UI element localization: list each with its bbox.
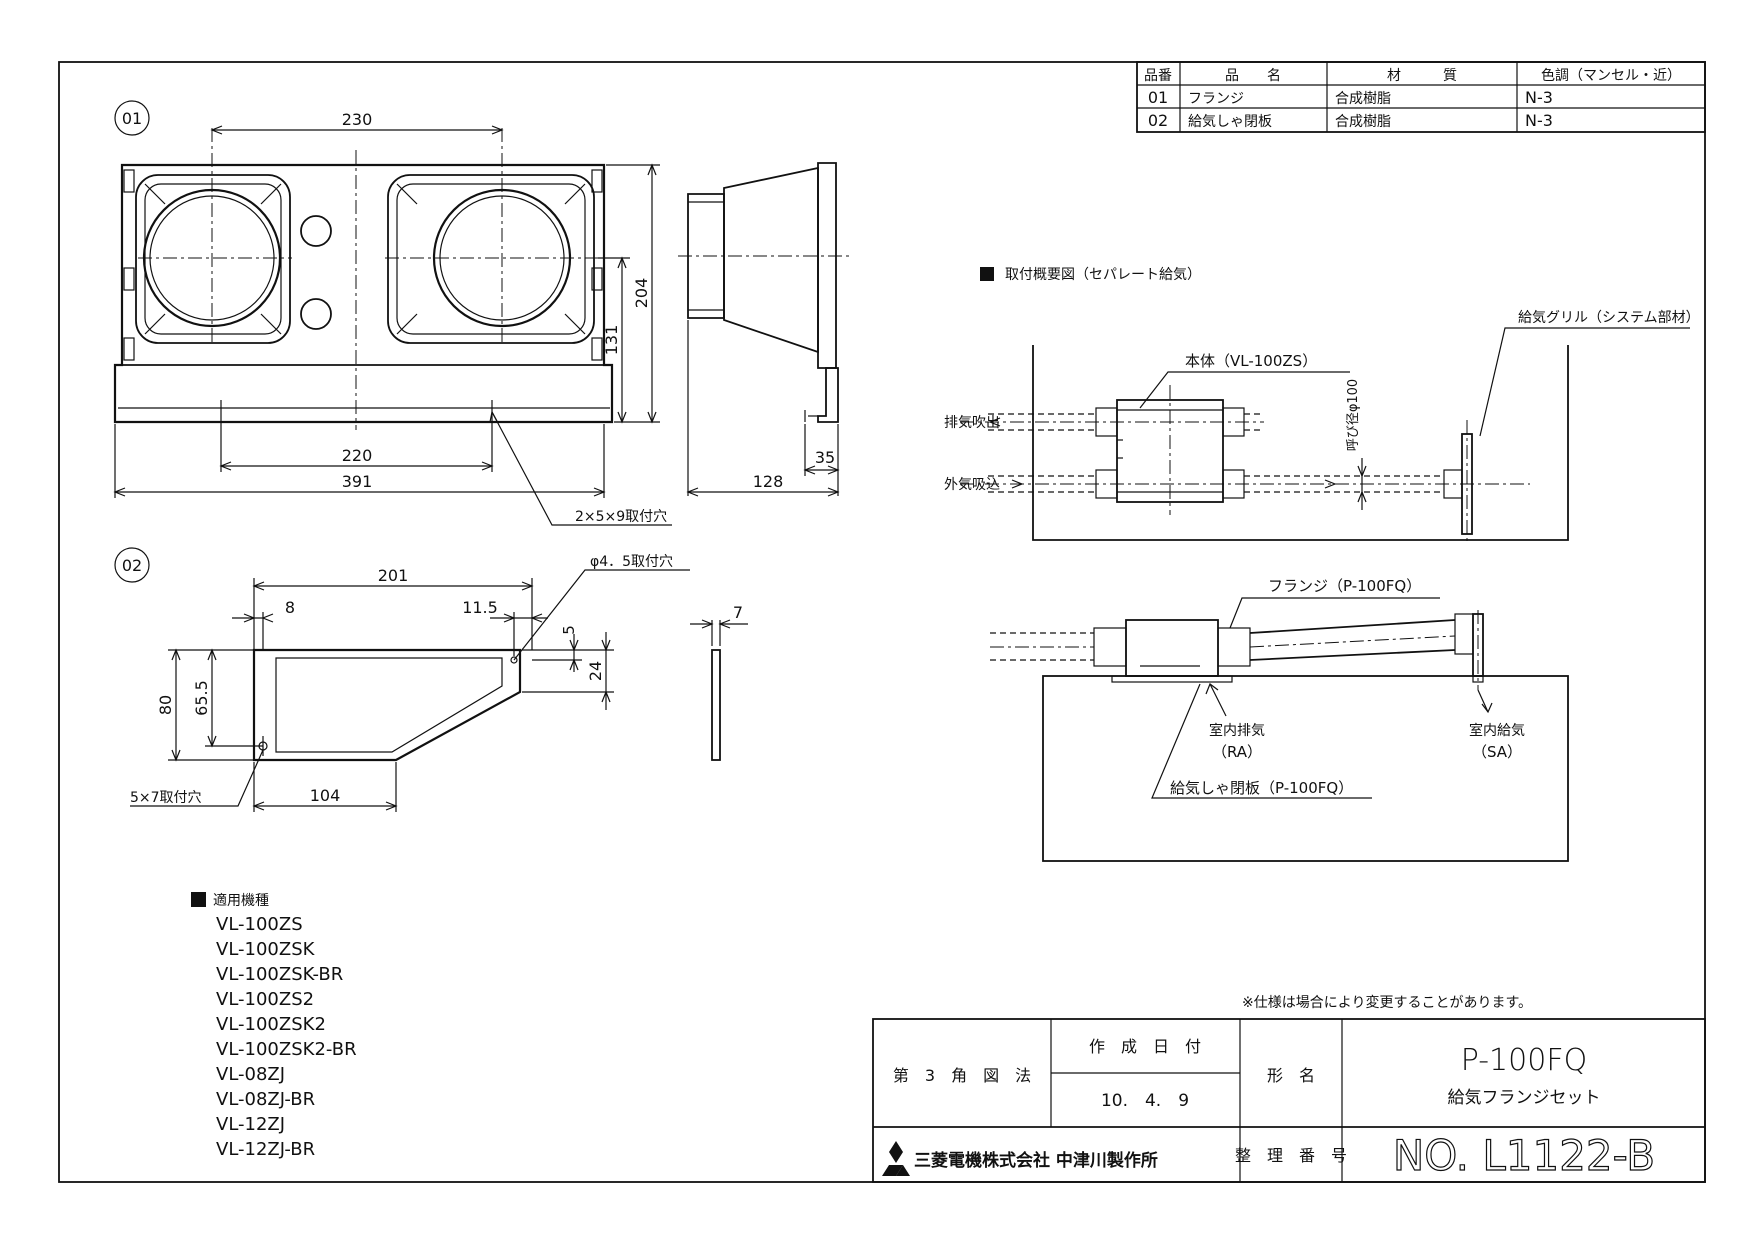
part-01-side-dimensions: 128 35 <box>686 320 840 497</box>
dim-204: 204 <box>632 278 651 309</box>
dim-104: 104 <box>310 786 341 805</box>
dim-8: 8 <box>285 598 295 617</box>
dim-220: 220 <box>342 446 373 465</box>
parts-row-2-no: 02 <box>1148 111 1168 130</box>
part-02-hole-note-bottom: 5×7取付穴 <box>130 790 202 806</box>
title-block: 第 3 角 図 法 作 成 日 付 10. 4. 9 形 名 P-100FQ 給… <box>872 1018 1706 1183</box>
model-1: VL-100ZS <box>216 914 303 935</box>
dim-5: 5 <box>560 625 578 635</box>
model-2: VL-100ZSK <box>216 939 316 960</box>
dim-7: 7 <box>733 603 743 622</box>
model-7: VL-08ZJ <box>216 1064 285 1085</box>
part-01-hole-note: 2×5×9取付穴 <box>575 509 667 525</box>
install-indoor-supply-code: （SA） <box>1472 743 1522 761</box>
install-indoor-exhaust-code: （RA） <box>1212 743 1262 761</box>
part-01-dimensions: 230 204 131 220 391 2×5×9取付穴 <box>113 110 672 526</box>
models-list: 適用機種 VL-100ZS VL-100ZSK VL-100ZSK-BR VL-… <box>191 892 357 1160</box>
title-number-label: 整 理 番 号 <box>1235 1146 1347 1165</box>
title-number: NO. L1122-B <box>1393 1131 1655 1180</box>
title-projection: 第 3 角 図 法 <box>893 1066 1031 1085</box>
install-diameter-label: 呼び径φ100 <box>1346 379 1361 451</box>
dim-131: 131 <box>602 325 621 356</box>
part-01-front-view: 01 <box>113 100 614 430</box>
mitsubishi-logo-icon <box>882 1141 910 1176</box>
title-model: P-100FQ <box>1461 1043 1587 1078</box>
model-8: VL-08ZJ-BR <box>216 1089 315 1110</box>
parts-row-2-name: 給気しゃ閉板 <box>1188 114 1272 130</box>
install-indoor-supply: 室内給気 <box>1469 722 1525 739</box>
part-01-side-view <box>678 162 850 423</box>
spec-note: ※仕様は場合により変更することがあります。 <box>1242 994 1532 1011</box>
dim-230: 230 <box>342 110 373 129</box>
parts-row-1-no: 01 <box>1148 88 1168 107</box>
install-exhaust-label: 排気吹出 <box>944 415 1000 431</box>
parts-row-2-material: 合成樹脂 <box>1335 114 1391 130</box>
install-indoor-exhaust: 室内排気 <box>1209 722 1265 739</box>
install-grille-label: 給気グリル（システム部材） <box>1518 310 1700 326</box>
part-02-side-view: 7 <box>690 603 748 761</box>
dim-391: 391 <box>342 472 373 491</box>
title-company: 三菱電機株式会社 中津川製作所 <box>914 1150 1158 1171</box>
install-flange-label: フランジ（P-100FQ） <box>1268 577 1421 595</box>
dim-11-5: 11.5 <box>462 598 498 617</box>
install-shutter-label: 給気しゃ閉板（P-100FQ） <box>1170 779 1353 797</box>
parts-row-1-color: N-3 <box>1525 88 1553 107</box>
title-model-label: 形 名 <box>1267 1066 1315 1085</box>
part-02-front-view: 02 <box>114 547 522 762</box>
parts-row-1-material: 合成樹脂 <box>1335 91 1391 107</box>
parts-header-color: 色調（マンセル・近） <box>1541 67 1681 84</box>
parts-table: 品番 品 名 材 質 色調（マンセル・近） 01 フランジ 合成樹脂 N-3 0… <box>1136 61 1706 133</box>
parts-header-no: 品番 <box>1144 68 1172 84</box>
model-5: VL-100ZSK2 <box>216 1014 326 1035</box>
model-4: VL-100ZS2 <box>216 989 314 1010</box>
parts-header-material: 材 質 <box>1387 68 1457 84</box>
install-body-label: 本体（VL-100ZS） <box>1185 352 1317 370</box>
title-date: 10. 4. 9 <box>1101 1091 1189 1111</box>
dim-201: 201 <box>378 566 409 585</box>
install-diagram: 取付概要図（セパレート給気） <box>944 267 1700 545</box>
install-flange-diagram: フランジ（P-100FQ） 室内排気 （RA） 室内給気 （SA） 給気しゃ閉板… <box>990 577 1569 862</box>
dim-35: 35 <box>815 448 835 467</box>
dim-65-5: 65.5 <box>192 680 211 716</box>
model-6: VL-100ZSK2-BR <box>216 1039 357 1060</box>
model-10: VL-12ZJ-BR <box>216 1139 315 1160</box>
part-02-hole-note-top: φ4．5取付穴 <box>590 554 673 570</box>
title-date-label: 作 成 日 付 <box>1089 1037 1201 1056</box>
dim-128: 128 <box>753 472 784 491</box>
model-3: VL-100ZSK-BR <box>216 964 343 985</box>
models-title: 適用機種 <box>213 892 269 909</box>
parts-row-1-name: フランジ <box>1188 91 1244 107</box>
parts-row-2-color: N-3 <box>1525 111 1553 130</box>
install-intake-label: 外気吸込 <box>944 477 1000 493</box>
install-title: 取付概要図（セパレート給気） <box>1005 267 1201 283</box>
part-01-label: 01 <box>122 109 142 128</box>
dim-24: 24 <box>586 661 605 681</box>
title-product-name: 給気フランジセット <box>1448 1088 1601 1108</box>
parts-header-name: 品 名 <box>1225 68 1281 84</box>
part-02-dimensions: 201 8 11.5 φ4．5取付穴 5 24 80 <box>130 554 690 812</box>
part-02-label: 02 <box>122 556 142 575</box>
dim-80: 80 <box>156 695 175 715</box>
model-9: VL-12ZJ <box>216 1114 285 1135</box>
